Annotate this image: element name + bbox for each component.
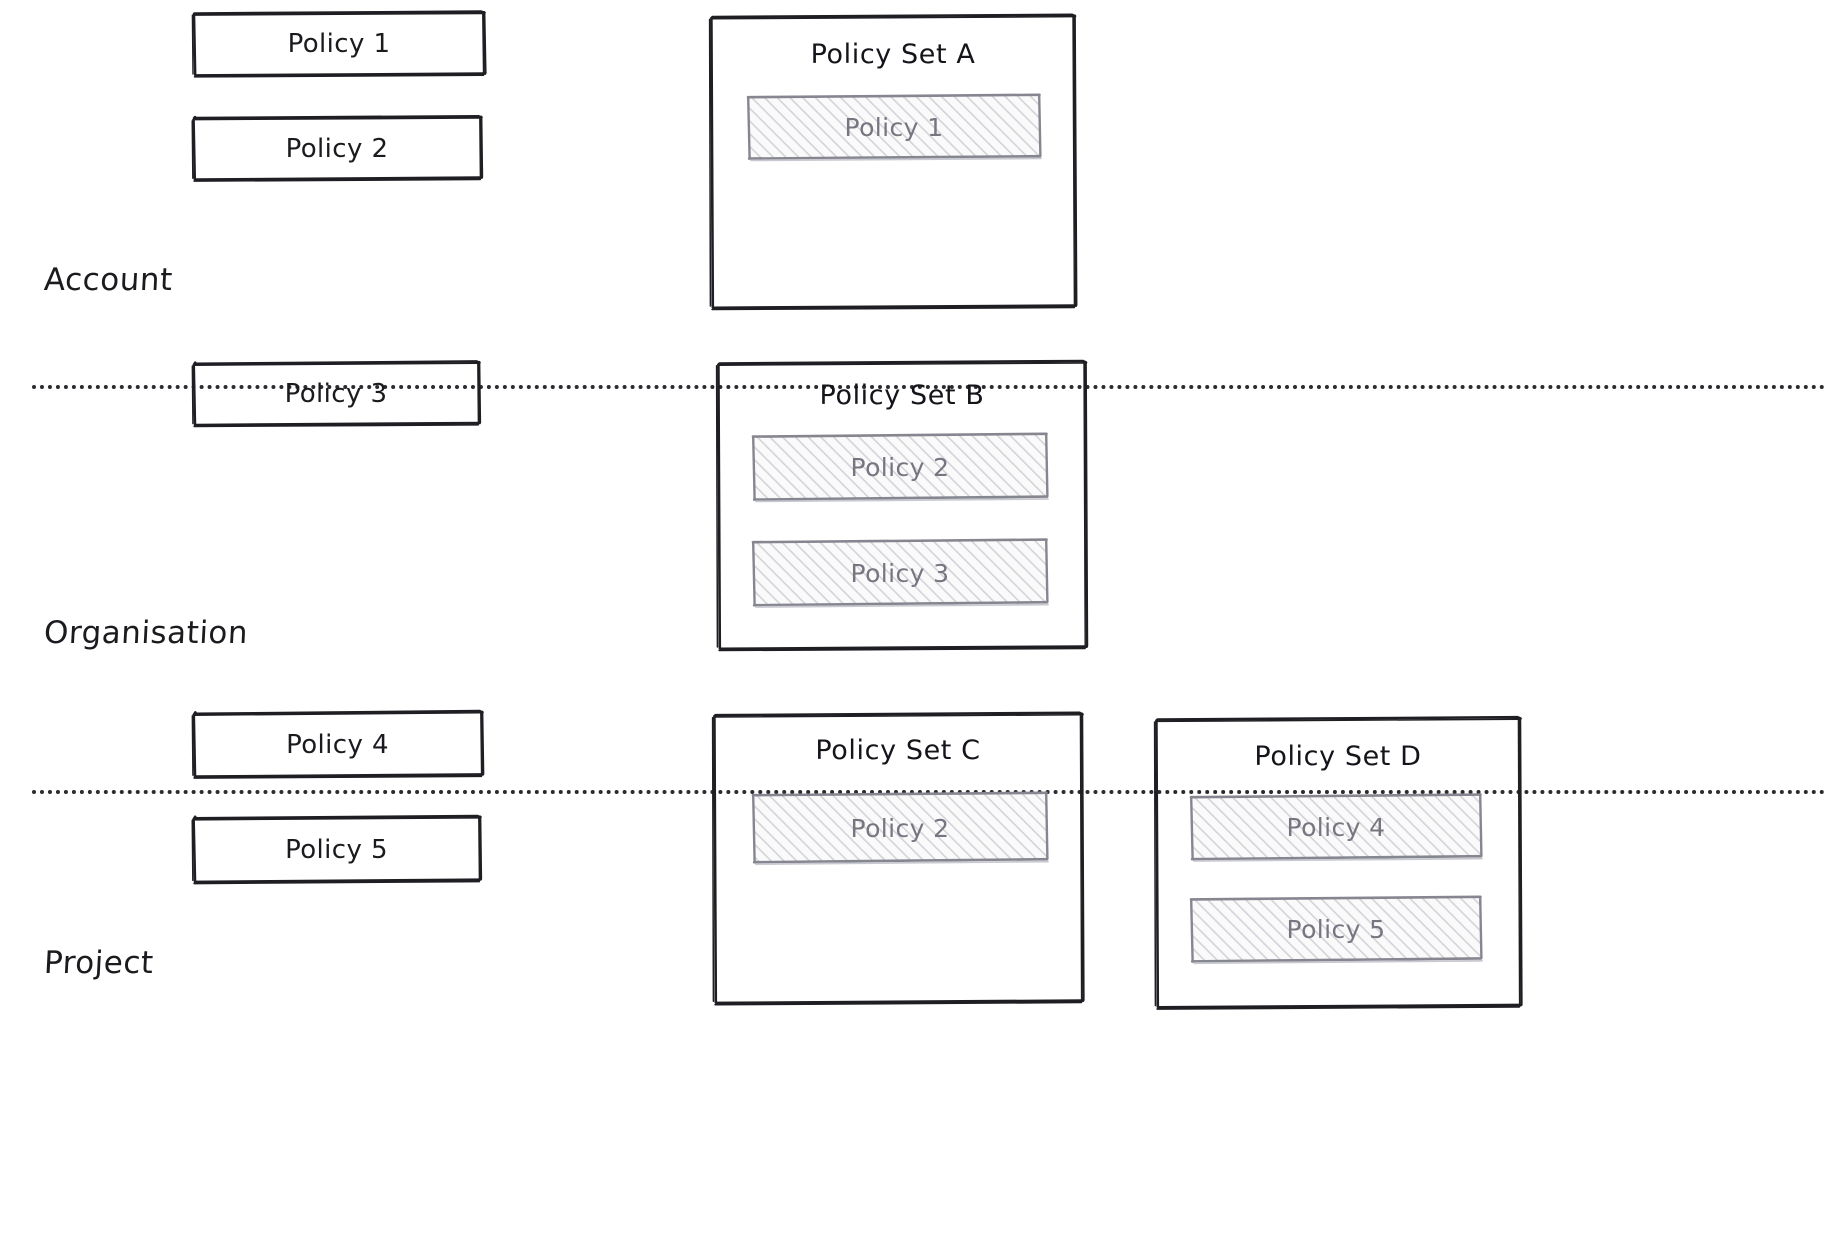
- policy-set-outline: [708, 13, 1078, 311]
- policy-chip-fill: [751, 538, 1049, 608]
- policy-box-project-1[interactable]: Policy 4: [190, 708, 485, 780]
- policy-box-outline: [191, 114, 484, 182]
- policy-chip-fill: [1189, 793, 1483, 862]
- policy-set-b[interactable]: Policy Set B Policy 2 Pol: [714, 358, 1090, 654]
- band-divider-organisation-project: [32, 790, 1826, 794]
- policy-set-outline: [711, 711, 1085, 1006]
- policy-chip-fill: [746, 93, 1042, 162]
- band-label-organisation: Organisation: [43, 615, 250, 651]
- policy-set-outline: [715, 359, 1089, 652]
- policy-chip-fill: [751, 432, 1049, 503]
- policy-box-outline: [191, 10, 487, 78]
- band-label-project: Project: [43, 945, 155, 981]
- policy-chip[interactable]: Policy 3: [750, 537, 1050, 609]
- policy-set-a[interactable]: Policy Set A Policy 1: [707, 12, 1079, 312]
- policy-chip[interactable]: Policy 2: [750, 431, 1050, 503]
- policy-chip[interactable]: Policy 1: [745, 92, 1043, 162]
- policy-box-organisation-1[interactable]: Policy 3: [190, 358, 482, 428]
- policy-chip-fill: [1189, 895, 1483, 965]
- policy-chip[interactable]: Policy 4: [1188, 792, 1484, 862]
- policy-set-d[interactable]: Policy Set D Policy 4 Pol: [1152, 714, 1524, 1012]
- band-divider-account-organisation: [32, 385, 1826, 389]
- policy-chip[interactable]: Policy 2: [750, 790, 1050, 866]
- policy-chip[interactable]: Policy 5: [1188, 894, 1484, 965]
- band-label-account: Account: [43, 262, 174, 298]
- policy-box-account-2[interactable]: Policy 2: [190, 113, 484, 183]
- policy-box-outline: [191, 814, 483, 885]
- policy-box-project-2[interactable]: Policy 5: [190, 813, 483, 885]
- policy-chip-fill: [751, 791, 1049, 866]
- policy-box-outline: [191, 360, 482, 428]
- policy-box-outline: [191, 709, 485, 779]
- policy-set-c[interactable]: Policy Set C Policy 2: [710, 710, 1086, 1008]
- policy-box-account-1[interactable]: Policy 1: [190, 8, 488, 78]
- diagram-title: Policy and Policy Set scoping across Acc…: [0, 0, 1, 1]
- policy-set-outline: [1153, 715, 1523, 1010]
